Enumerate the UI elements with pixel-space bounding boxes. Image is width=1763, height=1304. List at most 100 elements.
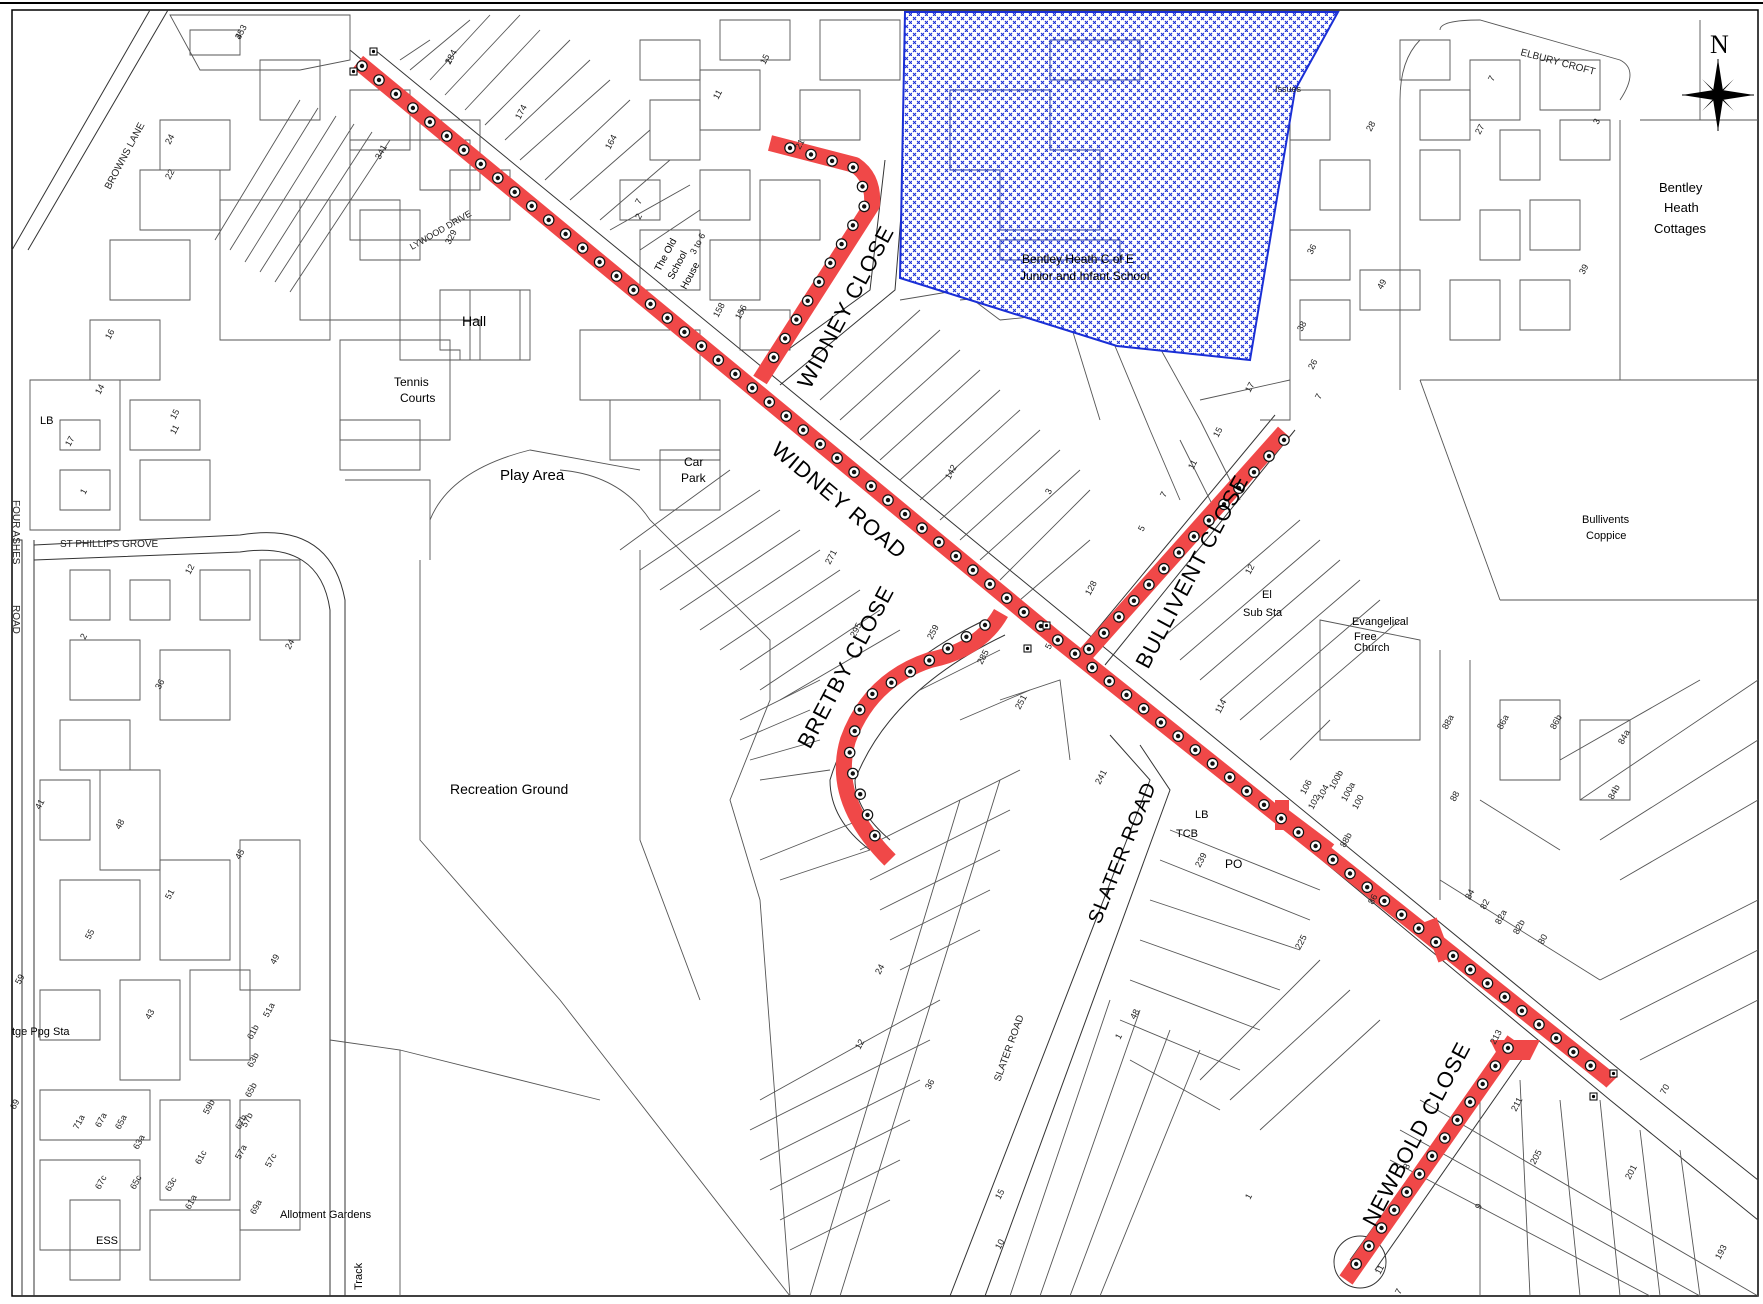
restriction-marker	[610, 270, 623, 282]
restriction-marker	[960, 630, 973, 643]
house-number: 5	[1136, 524, 1147, 533]
issues-label: Issues	[1275, 84, 1302, 94]
po-label: PO	[1225, 857, 1242, 871]
restriction-marker	[491, 172, 504, 184]
house-number: 88	[1448, 789, 1462, 803]
west-terraces	[29, 379, 301, 1281]
bullivents-coppice-label-2: Coppice	[1586, 530, 1626, 542]
restriction-marker	[1401, 1186, 1413, 1198]
restriction-marker	[1481, 977, 1494, 990]
restriction-marker	[1086, 661, 1098, 674]
restriction-marker	[984, 578, 996, 590]
restriction-marker	[899, 508, 911, 520]
restriction-marker	[979, 619, 991, 631]
house-number: 28	[1364, 119, 1378, 133]
house-number: 1	[1113, 1032, 1124, 1041]
st-phillips-grove-label: ST PHILLIPS GROVE	[60, 539, 159, 550]
restriction-marker	[843, 746, 856, 759]
restriction-marker	[1098, 627, 1110, 639]
restriction-marker	[1309, 840, 1322, 852]
restriction-marker	[1395, 908, 1408, 921]
house-number: 11	[168, 423, 181, 436]
house-number: 2	[443, 57, 454, 66]
restriction-marker	[813, 276, 825, 288]
north-label: N	[1710, 30, 1729, 59]
restriction-marker	[1451, 1114, 1464, 1126]
house-number: 36	[153, 677, 167, 691]
evangelical-church-label-3: Church	[1354, 642, 1389, 654]
house-number: 14	[93, 382, 107, 396]
restriction-marker	[1378, 895, 1391, 907]
tennis-label-2: Courts	[400, 391, 435, 405]
restriction-marker	[1000, 592, 1013, 604]
restriction-marker	[695, 340, 708, 352]
restriction-marker	[576, 242, 589, 254]
restriction-marker	[790, 313, 803, 326]
house-number: 7	[1393, 1287, 1404, 1296]
restriction-marker	[942, 642, 954, 655]
restriction-marker	[1584, 1059, 1597, 1072]
restriction-marker	[678, 326, 691, 338]
restriction-marker	[457, 144, 470, 156]
four-ashes-label-1: FOUR ASHES	[10, 500, 21, 565]
northwest-buildings	[89, 14, 701, 471]
bentley-heath-label-1: Bentley	[1659, 180, 1703, 195]
restriction-marker	[767, 351, 780, 364]
house-number: 41	[33, 797, 47, 811]
house-number: 3	[1043, 487, 1054, 496]
house-number: 1	[78, 487, 89, 496]
house-number: 9	[1473, 1202, 1484, 1211]
house-number: 3	[1591, 117, 1602, 126]
restriction-marker	[1263, 450, 1275, 462]
restriction-marker	[1172, 730, 1184, 742]
restriction-marker	[1502, 1042, 1514, 1054]
house-number: 2	[633, 212, 644, 221]
house-number: 15	[1211, 425, 1225, 439]
house-number: 11	[1373, 1263, 1386, 1276]
house-number: 45	[233, 847, 247, 861]
restriction-marker	[424, 116, 436, 128]
restriction-marker	[440, 130, 453, 142]
restriction-marker	[1120, 689, 1133, 701]
restriction-marker	[1275, 812, 1287, 825]
restriction-marker	[869, 829, 881, 842]
car-park-label-1: Car	[684, 455, 703, 469]
car-park-label-2: Park	[681, 471, 707, 485]
central-north-buildings	[579, 19, 901, 511]
evangelical-church-label-2: Free	[1354, 631, 1377, 643]
school-label-1: Bentley Heath C of E	[1022, 252, 1134, 266]
school-label-2: Junior and Infant School	[1020, 269, 1149, 283]
restriction-marker	[1223, 771, 1236, 784]
restriction-marker	[780, 410, 793, 422]
restriction-marker	[746, 382, 759, 394]
restriction-marker	[1241, 785, 1253, 797]
house-number: 5	[1043, 642, 1054, 651]
house-number: 11	[711, 88, 724, 101]
restriction-marker	[916, 522, 928, 534]
restriction-marker	[729, 368, 742, 380]
house-number: 11	[1186, 458, 1199, 471]
restriction-marker	[885, 676, 898, 689]
restriction-marker	[1430, 936, 1442, 948]
four-ashes-label-2: ROAD	[10, 605, 21, 634]
lb-label-west: LB	[40, 415, 53, 427]
restriction-marker	[1292, 826, 1305, 839]
restriction-marker	[1550, 1032, 1562, 1044]
restriction-marker	[474, 158, 487, 170]
restriction-marker	[1128, 594, 1140, 607]
house-number: 24	[163, 132, 177, 146]
house-number: 7	[1313, 392, 1324, 401]
house-number: 7	[1158, 490, 1169, 499]
house-number: 86	[1366, 892, 1380, 906]
boundary-markers	[349, 47, 1618, 1101]
allotment-gardens-label: Allotment Gardens	[280, 1209, 372, 1221]
house-number: 17	[1243, 380, 1257, 394]
house-number: 1	[1243, 1192, 1254, 1201]
restriction-marker	[712, 354, 725, 366]
tcb-label: TCB	[1176, 828, 1198, 840]
bentley-heath-label-2: Heath	[1664, 200, 1699, 215]
track-label: Track	[353, 1262, 365, 1290]
restriction-marker	[1103, 675, 1116, 688]
restriction-marker	[933, 536, 945, 548]
restriction-marker	[923, 654, 936, 667]
